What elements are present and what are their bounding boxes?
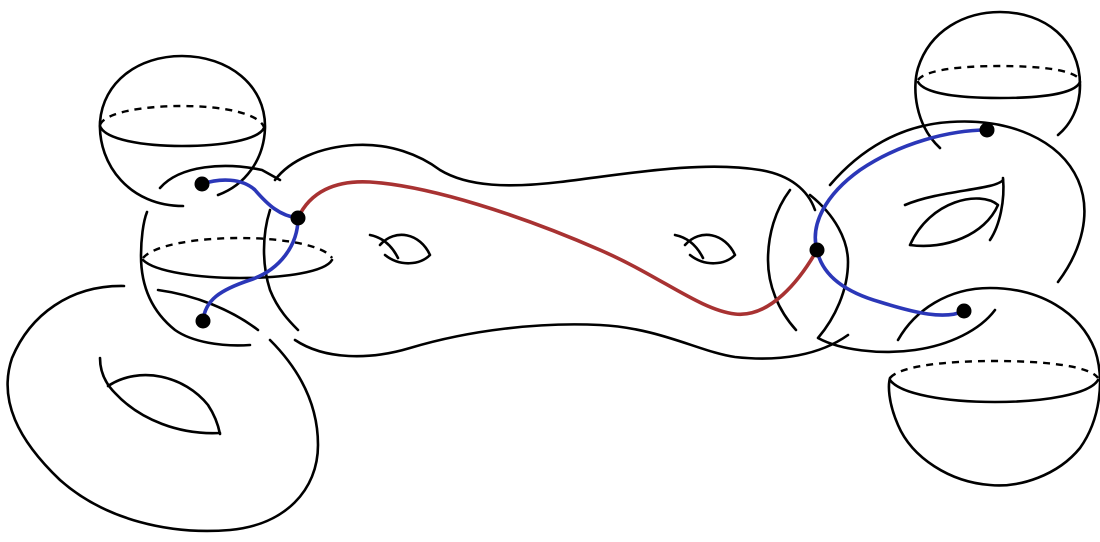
lower-right-sphere	[887, 286, 1100, 487]
red-arc-group	[296, 180, 819, 316]
upper-left-sphere	[98, 54, 267, 208]
central-genus-two-surface	[262, 143, 850, 360]
blue-arc-group	[200, 128, 989, 323]
middle-left-sphere	[139, 164, 334, 347]
vertex-left-junction	[290, 210, 306, 226]
blue-arc-upper-right	[813, 128, 989, 252]
red-arc	[296, 180, 819, 316]
vertex-lower-right	[956, 303, 972, 319]
vertices	[194, 122, 995, 329]
vertex-upper-right	[979, 122, 995, 138]
blue-arc-middle-left	[201, 216, 300, 323]
vertex-right-junction	[809, 242, 825, 258]
blue-arc-lower-right	[815, 248, 966, 317]
left-torus	[6, 284, 320, 533]
blue-arc-upper-left	[200, 178, 300, 220]
vertex-upper-left	[194, 176, 210, 192]
right-torus	[808, 120, 1086, 354]
upper-right-sphere	[914, 10, 1082, 150]
vertex-middle-left	[195, 313, 211, 329]
